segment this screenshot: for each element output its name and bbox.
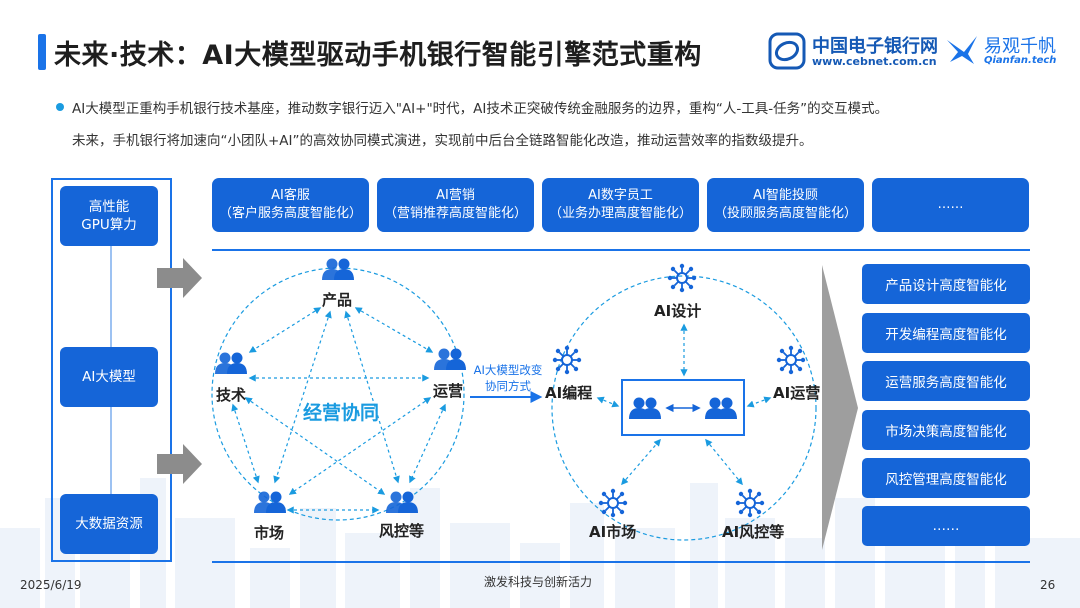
small-team-box — [621, 379, 745, 436]
output-chevron — [822, 265, 858, 550]
cebnet-logo[interactable]: 中国电子银行网 www.cebnet.com.cn — [768, 30, 938, 72]
page-number: 26 — [1040, 578, 1056, 592]
qianfan-logo-name: 易观千帆 — [984, 36, 1056, 57]
section-separator-line — [212, 249, 1030, 251]
team-circle — [211, 267, 465, 521]
service-name: AI营销 — [436, 187, 475, 203]
service-desc: （营销推荐高度智能化） — [383, 206, 527, 221]
outcome-risk-management: 风控管理高度智能化 — [862, 458, 1030, 498]
transition-label: AI大模型改变协同方式 — [473, 363, 543, 394]
qianfan-logo[interactable]: 易观千帆 Qianfan.tech — [944, 30, 1074, 72]
resource-gpu-box: 高性能 GPU算力 — [60, 186, 158, 246]
footer-slogan: 激发科技与创新活力 — [484, 575, 593, 589]
service-box-ai-advisor: AI智能投顾 （投顾服务高度智能化） — [707, 178, 864, 232]
ai-circle — [551, 275, 817, 541]
service-box-ai-digital-staff: AI数字员工 （业务办理高度智能化） — [542, 178, 699, 232]
resource-bigdata-box: 大数据资源 — [60, 494, 158, 554]
title-accent-bar — [38, 34, 46, 70]
outcome-product-design: 产品设计高度智能化 — [862, 264, 1030, 304]
product-people-icon — [322, 259, 354, 281]
service-box-more: …… — [872, 178, 1029, 232]
ai-coding-label: AI编程 — [545, 384, 593, 402]
ai-market-label: AI市场 — [589, 523, 637, 541]
service-name: AI智能投顾 — [753, 187, 818, 203]
market-people-icon — [254, 492, 286, 514]
ai-market-hub-icon — [597, 487, 629, 519]
service-name: …… — [937, 196, 964, 212]
service-name: AI客服 — [271, 187, 310, 203]
outcome-more: …… — [862, 506, 1030, 546]
cebnet-logo-name: 中国电子银行网 — [812, 36, 938, 57]
team-member-icon-2 — [705, 397, 737, 419]
service-box-ai-marketing: AI营销 （营销推荐高度智能化） — [377, 178, 534, 232]
ai-ops-hub-icon — [775, 344, 807, 376]
service-desc: （投顾服务高度智能化） — [713, 206, 857, 221]
service-box-ai-cs: AI客服 （客户服务高度智能化） — [212, 178, 369, 232]
ai-risk-hub-icon — [734, 487, 766, 519]
gray-arrow-top — [157, 258, 202, 298]
service-desc: （客户服务高度智能化） — [218, 206, 362, 221]
intro-line-1: AI大模型正重构手机银行技术基座，推动数字银行迈入"AI+"时代，AI技术正突破… — [72, 101, 889, 117]
core-collaboration-label: 经营协同 — [303, 402, 380, 424]
qianfan-bird-icon — [947, 36, 977, 64]
role-product-label: 产品 — [322, 291, 353, 309]
ai-links — [596, 323, 772, 486]
service-name: AI数字员工 — [588, 187, 653, 203]
ops-people-icon — [434, 349, 466, 371]
ai-design-hub-icon — [666, 262, 698, 294]
cebnet-logo-url: www.cebnet.com.cn — [812, 55, 937, 68]
bullet-dot — [56, 103, 64, 111]
role-tech-label: 技术 — [216, 386, 247, 404]
team-links — [231, 307, 446, 514]
bottom-border-line — [212, 561, 1030, 563]
cebnet-logo-icon — [768, 32, 806, 70]
team-member-icon-1 — [629, 397, 661, 419]
role-ops-label: 运营 — [433, 382, 464, 400]
page-title: 未来·技术：AI大模型驱动手机银行智能引擎范式重构 — [54, 40, 702, 71]
ai-coding-hub-icon — [551, 344, 583, 376]
resource-column-frame — [51, 178, 172, 562]
risk-people-icon — [386, 492, 418, 514]
role-market-label: 市场 — [254, 524, 285, 542]
ai-risk-label: AI风控等 — [722, 523, 785, 541]
tech-people-icon — [215, 353, 247, 375]
role-risk-label: 风控等 — [379, 522, 425, 540]
outcome-dev-coding: 开发编程高度智能化 — [862, 313, 1030, 353]
service-desc: （业务办理高度智能化） — [548, 206, 692, 221]
small-team-icons — [629, 397, 737, 419]
intro-line-2: 未来，手机银行将加速向“小团队+AI”的高效协同模式演进，实现前中后台全链路智能… — [72, 133, 813, 149]
footer-date: 2025/6/19 — [20, 578, 82, 592]
gray-arrow-bottom — [157, 444, 202, 484]
resource-llm-box: AI大模型 — [60, 347, 158, 407]
qianfan-logo-url: Qianfan.tech — [984, 55, 1057, 66]
outcome-ops-service: 运营服务高度智能化 — [862, 361, 1030, 401]
ai-ops-label: AI运营 — [773, 384, 821, 402]
ai-design-label: AI设计 — [654, 302, 702, 320]
outcome-market-decision: 市场决策高度智能化 — [862, 410, 1030, 450]
